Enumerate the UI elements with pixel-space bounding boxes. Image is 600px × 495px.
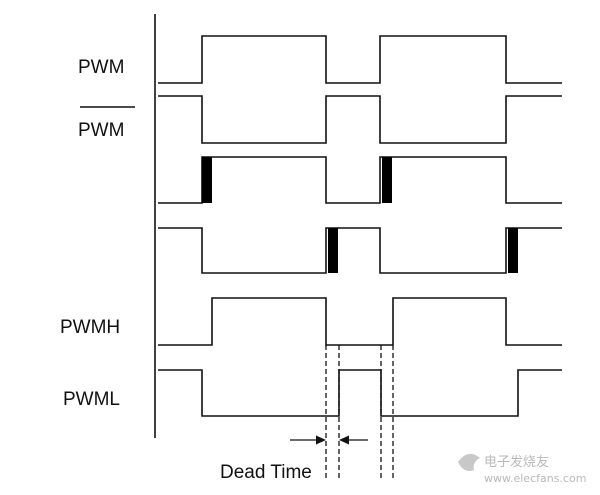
- waveform-pwm-bar: [158, 95, 562, 144]
- label-pwm-bar: PWM: [78, 120, 124, 141]
- dead-time-block: [382, 157, 392, 203]
- dead-time-arrowhead-left: [316, 435, 326, 445]
- waveform-pwmh: [158, 297, 562, 346]
- dead-time-block: [202, 157, 212, 203]
- waveform-pwm-delayed-low: [158, 227, 562, 274]
- label-dead-time: Dead Time: [220, 462, 312, 483]
- watermark-logo-icon: [458, 453, 480, 471]
- waveform-pwm: [158, 35, 562, 84]
- dead-time-block: [328, 228, 338, 273]
- watermark-text: 电子发烧友: [484, 454, 549, 470]
- label-pwml: PWML: [63, 389, 120, 410]
- label-pwmh: PWMH: [60, 317, 120, 338]
- waveform-pwml: [158, 369, 562, 417]
- watermark-url: www.elecfans.com: [484, 472, 586, 485]
- dead-time-arrowhead-right: [339, 435, 349, 445]
- watermark: 电子发烧友 www.elecfans.com: [458, 453, 586, 485]
- label-pwm: PWM: [78, 57, 124, 78]
- dead-time-block: [508, 228, 518, 273]
- waveform-pwm-delayed-high: [158, 156, 562, 204]
